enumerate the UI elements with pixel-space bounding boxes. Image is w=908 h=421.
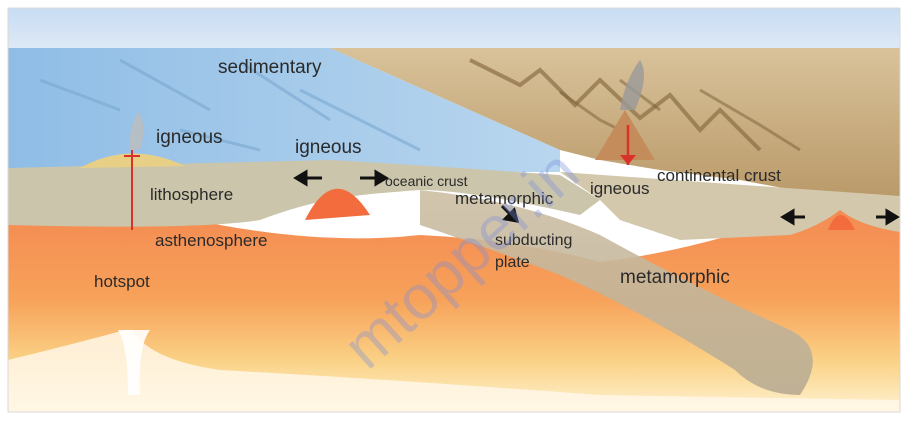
label-hotspot: hotspot — [94, 273, 150, 290]
label-oceanic-crust: oceanic crust — [385, 174, 467, 188]
label-asthenosphere: asthenosphere — [155, 232, 267, 249]
label-igneous-ridge: igneous — [295, 138, 362, 157]
label-igneous-hotspot: igneous — [156, 128, 223, 147]
label-lithosphere: lithosphere — [150, 186, 233, 203]
label-igneous-volcano: igneous — [590, 180, 650, 197]
label-continental-crust: continental crust — [657, 167, 781, 184]
label-metamorphic-lower: metamorphic — [620, 268, 730, 287]
label-sedimentary: sedimentary — [218, 58, 322, 77]
